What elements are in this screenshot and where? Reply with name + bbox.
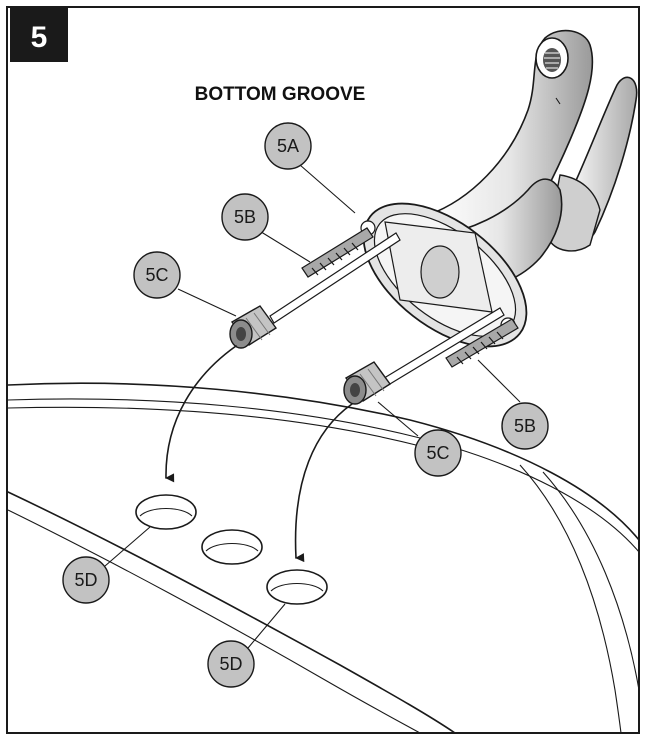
callout-5b-right: 5B [501, 402, 549, 450]
sink-basin [7, 382, 640, 734]
step-number: 5 [31, 21, 48, 54]
callout-5d-left: 5D [62, 556, 110, 604]
callout-label: 5C [145, 265, 168, 285]
arrow-to-right-hole [294, 403, 353, 563]
mounting-rod-left [269, 232, 401, 324]
base-gasket [360, 202, 528, 348]
threaded-stud-left [301, 227, 374, 278]
callout-label: 5D [74, 570, 97, 590]
callout-label: 5D [219, 654, 242, 674]
sink-hole-center [201, 529, 263, 565]
callout-5c-right: 5C [414, 429, 462, 477]
diagram-title: BOTTOM GROOVE [195, 84, 366, 105]
sink-hole-left [135, 494, 197, 530]
callout-label: 5C [426, 443, 449, 463]
callout-label: 5A [277, 136, 299, 156]
callout-label: 5B [514, 416, 536, 436]
callout-5d-right: 5D [207, 640, 255, 688]
callout-5a: 5A [264, 122, 312, 170]
step-badge: 5 [10, 8, 68, 62]
callout-5b-left: 5B [221, 193, 269, 241]
callout-label: 5B [234, 207, 256, 227]
threaded-stud-right [445, 318, 519, 368]
mounting-nut-left [229, 305, 278, 349]
callout-5c-left: 5C [133, 251, 181, 299]
arrow-to-left-hole [165, 345, 237, 483]
sink-hole-right [266, 569, 328, 605]
mounting-nut-right [343, 361, 392, 405]
leader-lines [104, 164, 521, 649]
